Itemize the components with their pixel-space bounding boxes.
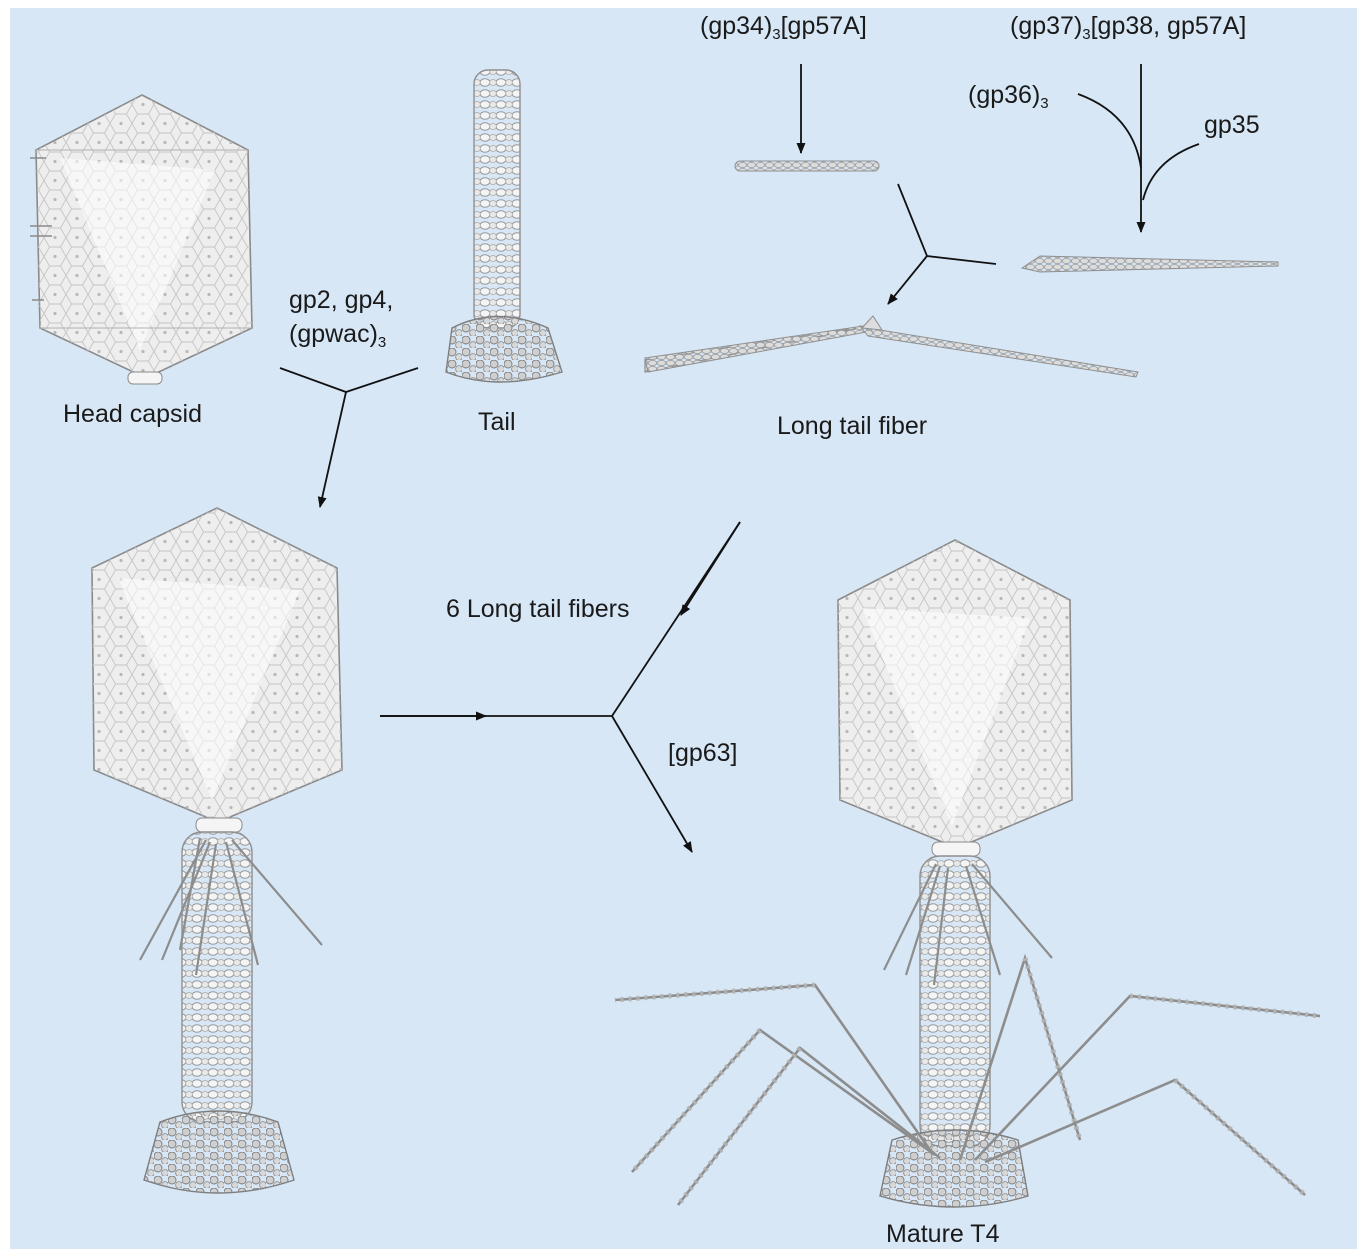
label-gp34: (gp34)3[gp57A] xyxy=(700,14,867,39)
label-gp37: (gp37)3[gp38, gp57A] xyxy=(1010,14,1246,39)
head-capsid-graphic xyxy=(30,95,252,384)
label-six-fibers: 6 Long tail fibers xyxy=(446,597,629,622)
gp37-fiber-graphic xyxy=(1022,256,1278,272)
label-tail: Tail xyxy=(478,410,516,435)
label-gp35: gp35 xyxy=(1204,113,1260,138)
long-tail-fiber-graphic xyxy=(645,316,1138,377)
head-tail-assembly-graphic xyxy=(92,508,342,1193)
tail-graphic xyxy=(446,70,562,382)
label-head-capsid: Head capsid xyxy=(63,402,202,427)
label-gp2-gp4: gp2, gp4, xyxy=(289,288,393,313)
mature-t4-graphic xyxy=(615,540,1320,1207)
label-gp36: (gp36)3 xyxy=(968,83,1049,108)
label-gpwac: (gpwac)3 xyxy=(289,322,386,347)
label-mature-t4: Mature T4 xyxy=(886,1222,999,1247)
label-gp63: [gp63] xyxy=(668,741,738,766)
gp34-fiber-graphic xyxy=(735,161,879,171)
label-long-tail-fiber: Long tail fiber xyxy=(777,414,927,439)
